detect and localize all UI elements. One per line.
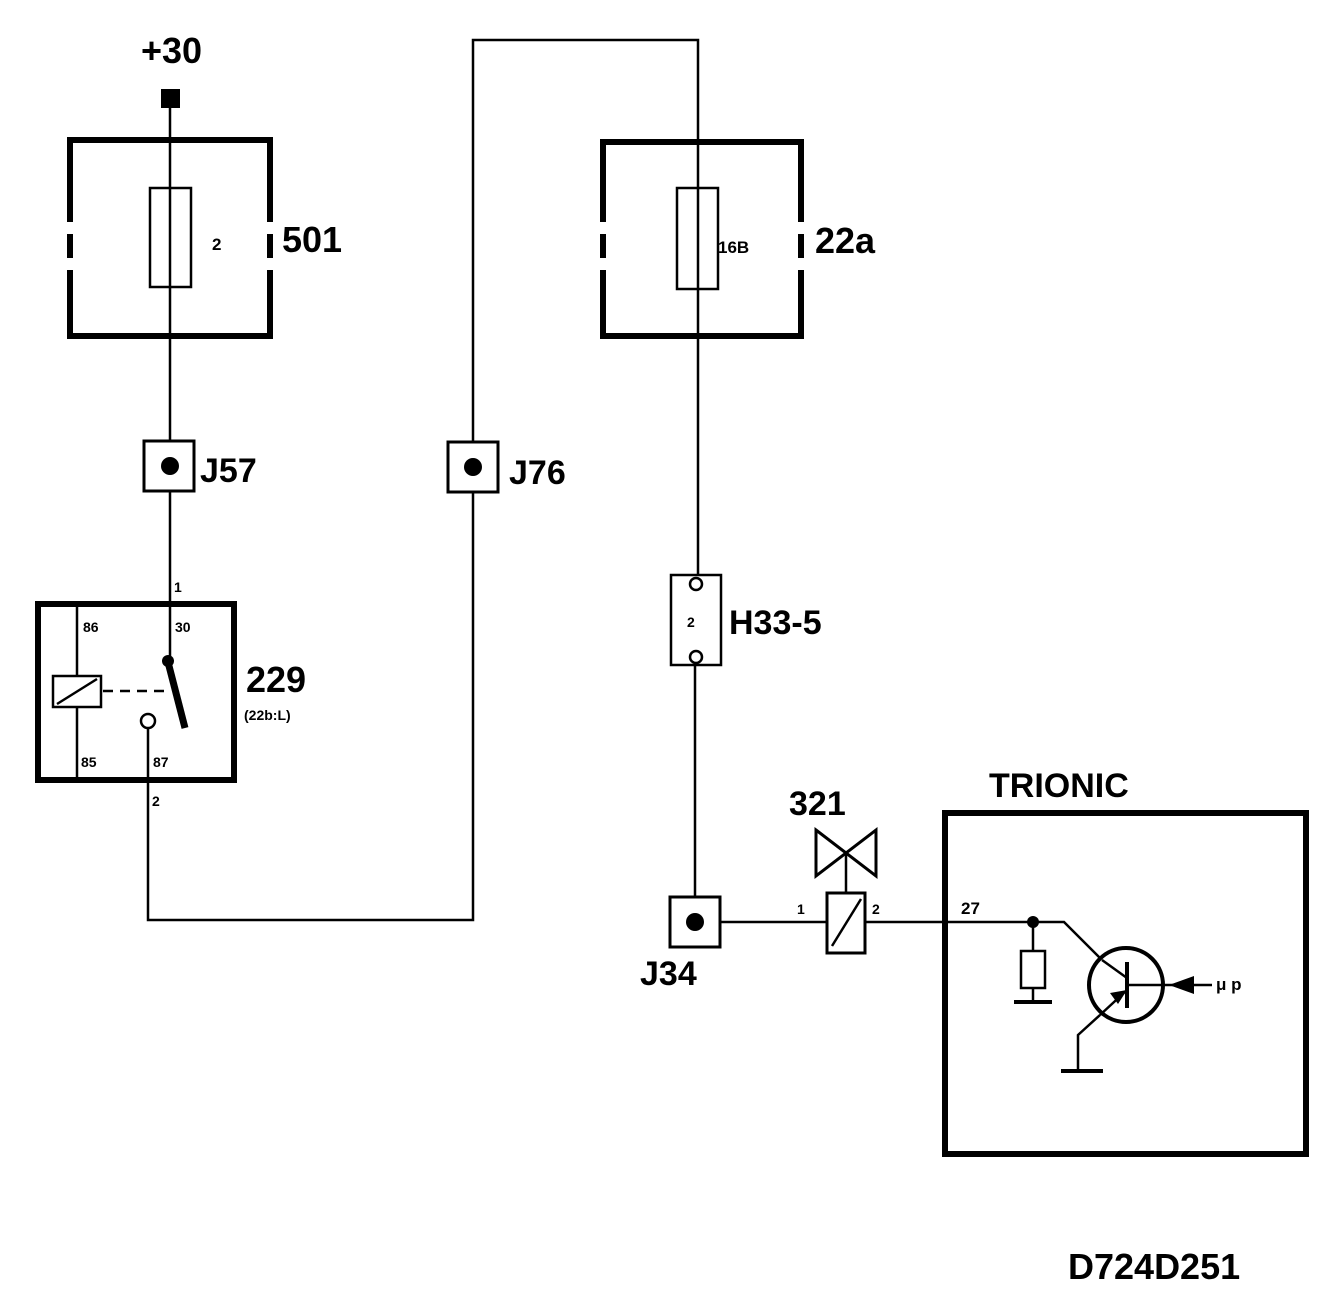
junction-j76-dot	[464, 458, 482, 476]
relay-pin-30: 30	[175, 619, 191, 635]
connector-h33-5-pin-label: 2	[687, 614, 695, 630]
connector-h33-5-label: H33-5	[729, 604, 822, 642]
relay-229-housing	[35, 601, 237, 783]
supply-label: +30	[141, 30, 202, 71]
fuse-holder-22a-label: 22a	[815, 220, 876, 261]
wire-j76-to-22a	[471, 38, 700, 468]
supply-terminal: +30	[141, 30, 202, 108]
fuse-22a-number: 16B	[718, 238, 749, 257]
relay-pin-86: 86	[83, 619, 99, 635]
transistor-emitter-arrow	[1110, 990, 1127, 1004]
trionic-housing	[942, 810, 1309, 1157]
valve-solenoid-diagonal	[830, 898, 863, 947]
junction-j57: J57	[142, 439, 257, 493]
relay-229: 86 30 85 87 1 2 229 (22b:L)	[35, 579, 306, 809]
connector-h33-5-pin-top	[688, 576, 704, 592]
connector-h33-5-pin-bottom	[688, 649, 704, 665]
trionic-pin-27: 27	[961, 899, 980, 918]
trionic-signal-arrow-icon	[1169, 976, 1194, 994]
supply-terminal-square	[161, 89, 180, 108]
junction-j76-label: J76	[509, 454, 566, 492]
fuse-holder-22a: 16B 22a	[600, 139, 876, 339]
relay-229-location: (22b:L)	[244, 707, 291, 723]
trionic-signal-label: μ p	[1216, 975, 1242, 994]
relay-pin-87: 87	[153, 754, 169, 770]
transistor-collector	[1101, 958, 1128, 980]
relay-pin-85: 85	[81, 754, 97, 770]
valve-321-label: 321	[789, 785, 846, 823]
wire-relay-87-to-j76	[146, 468, 475, 922]
relay-wire-out-number: 2	[152, 793, 160, 809]
junction-j34-label: J34	[640, 955, 697, 993]
junction-j57-dot	[161, 457, 179, 475]
fuse-holder-501: 2 501	[67, 137, 342, 339]
relay-switch-pivot	[162, 655, 174, 667]
junction-j76: J76	[446, 440, 566, 494]
relay-wire-in-number: 1	[174, 579, 182, 595]
relay-pin-87-contact	[139, 712, 157, 730]
trionic-resistor	[1019, 949, 1047, 990]
junction-j34-dot	[686, 913, 704, 931]
junction-j34: J34	[640, 895, 722, 993]
valve-321: 321 1 2	[789, 785, 880, 955]
drawing-code: D724D251	[1068, 1246, 1240, 1287]
connector-h33-5: 2 H33-5	[669, 573, 822, 667]
trionic-emitter-wire	[1076, 1014, 1101, 1071]
trionic-collector-wire	[1033, 920, 1103, 961]
relay-switch-contact	[164, 661, 189, 729]
trionic-title: TRIONIC	[989, 767, 1129, 805]
relay-229-label: 229	[246, 659, 306, 700]
relay-coil-diagonal	[56, 677, 98, 706]
fuse-501-number: 2	[212, 235, 221, 254]
valve-pin-2: 2	[872, 901, 880, 917]
fuse-holder-501-frame	[67, 137, 273, 339]
wires	[146, 38, 1033, 924]
junction-j57-label: J57	[200, 452, 257, 490]
trionic-ecu: TRIONIC 27 μ p	[942, 767, 1309, 1157]
valve-pin-1: 1	[797, 901, 805, 917]
fuse-holder-22a-frame	[600, 139, 804, 339]
fuse-holder-501-label: 501	[282, 219, 342, 260]
